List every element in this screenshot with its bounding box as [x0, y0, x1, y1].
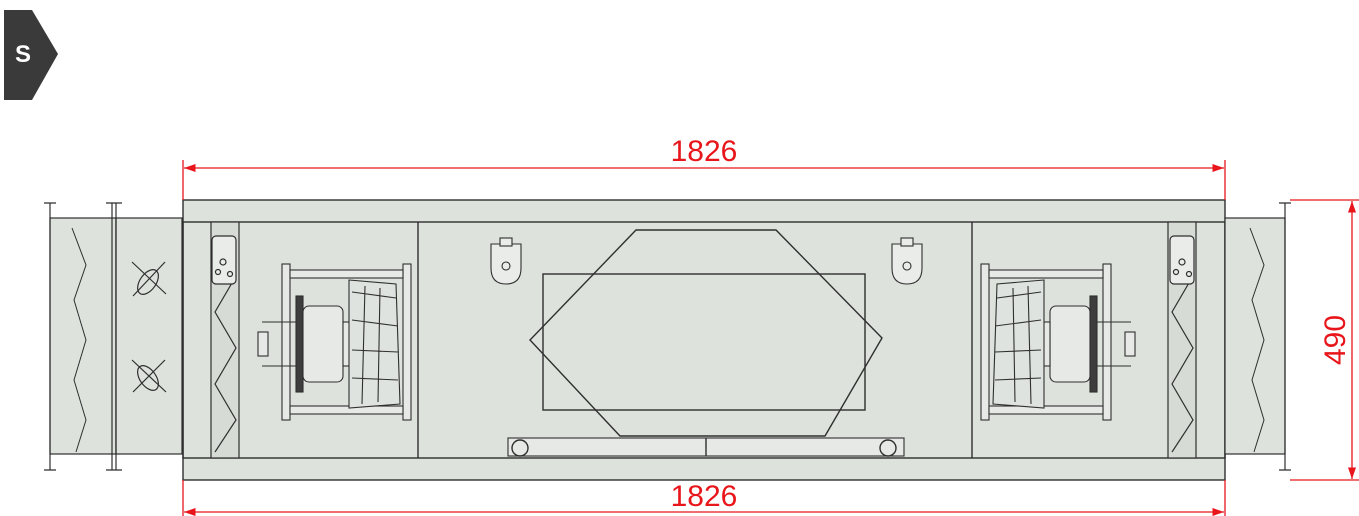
flex-connector-left [49, 217, 117, 455]
height-label: 490 [1319, 315, 1352, 365]
dimension-lines [182, 160, 1359, 516]
right-outlet-connector [1224, 202, 1291, 471]
bottom-length-label: 1826 [671, 480, 738, 513]
filter-left [210, 221, 240, 459]
damper-blade-icon [137, 365, 159, 391]
badge-arrow-shape [4, 10, 58, 100]
top-length-label: 1826 [671, 135, 738, 168]
fan-left [257, 263, 412, 421]
bypass-damper-right [891, 237, 923, 285]
heat-exchanger [507, 229, 905, 457]
left-inlet-connector [44, 202, 183, 471]
damper-blade-icon [137, 269, 159, 295]
bypass-damper-left [490, 237, 522, 285]
fan-right [980, 263, 1136, 421]
damper-section [115, 217, 183, 455]
filter-right [1167, 221, 1197, 459]
side-badge: S [4, 10, 58, 100]
badge-label: S [15, 41, 31, 68]
